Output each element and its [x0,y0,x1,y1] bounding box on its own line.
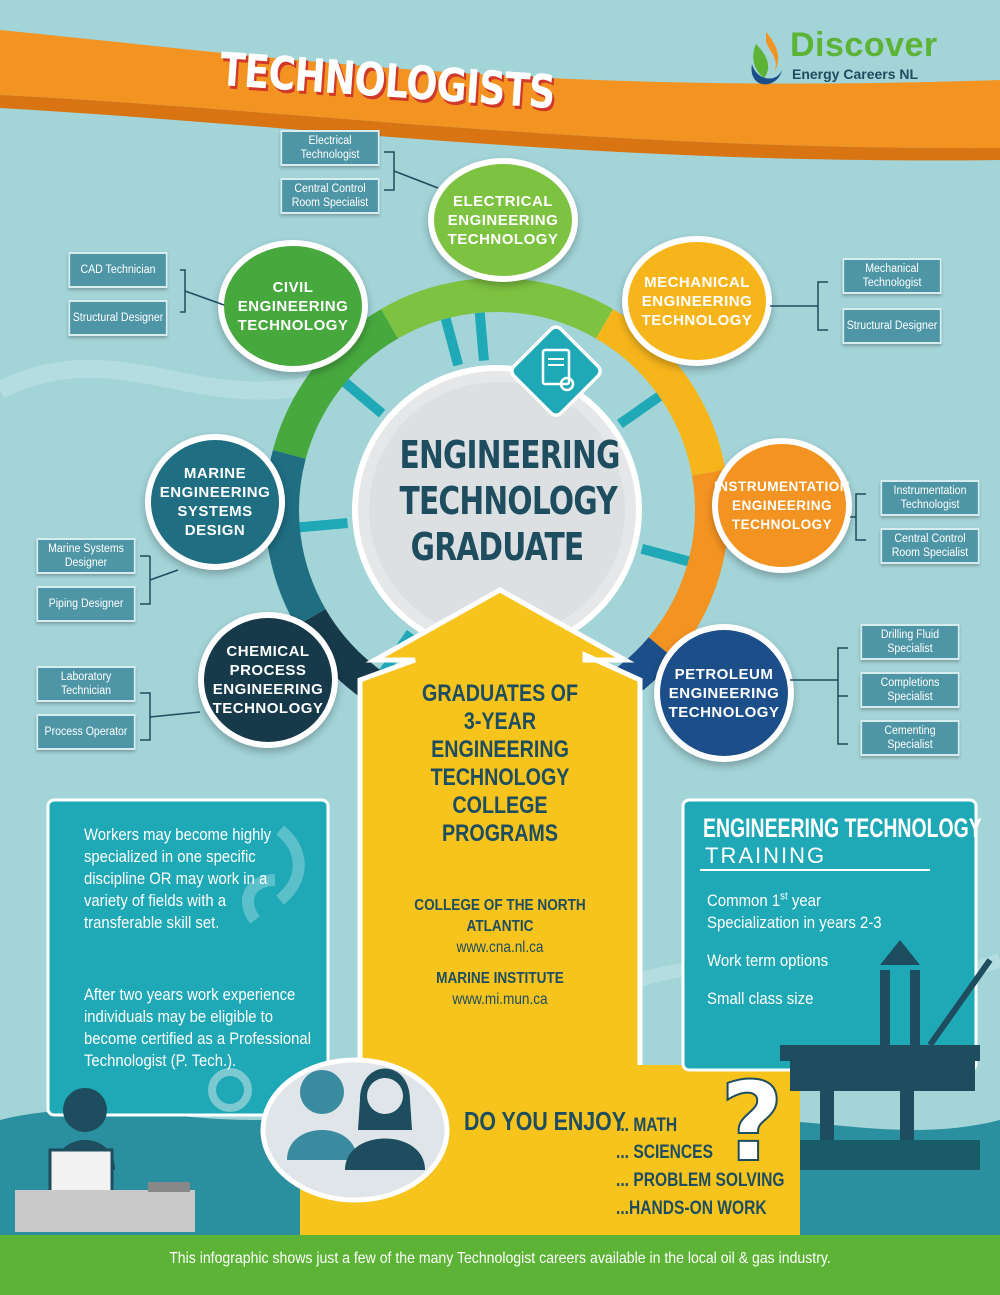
enjoy-label: DO YOU ENJOY [464,1106,626,1136]
role-cementing-specialist: Cementing Specialist [860,720,960,756]
role-marine-systems-designer: Marine Systems Designer [36,538,136,574]
question-mark-icon: ? [720,1058,784,1186]
graduates-title: GRADUATES OF 3-YEAR ENGINEERING TECHNOLO… [422,680,578,847]
college-mi: MARINE INSTITUTE www.mi.mun.ca [390,968,611,1010]
college-cna: COLLEGE OF THE NORTH ATLANTIC www.cna.nl… [390,895,611,958]
enjoy-item: ... MATH [616,1115,678,1136]
role-central-control-room-specialist: Central Control Room Specialist [880,528,980,564]
enjoy-item: ... PROBLEM SOLVING [616,1170,785,1191]
certificate-icon [510,325,602,417]
spoke [640,543,690,567]
left-panel-para1: Workers may become highly specialized in… [84,826,272,932]
role-electrical-technologist: Electrical Technologist [280,130,380,166]
spoke [299,518,349,533]
college-name: COLLEGE OF THE NORTH ATLANTIC [414,897,586,935]
college-url[interactable]: www.mi.mun.ca [452,991,548,1008]
discipline-petroleum: PETROLEUM ENGINEERING TECHNOLOGY [654,624,794,762]
connector-lines [140,151,866,745]
flame-logo-icon [751,32,782,85]
ring-segment [595,309,726,476]
discipline-electrical: ELECTRICAL ENGINEERING TECHNOLOGY [428,158,578,282]
enjoy-item: ...HANDS-ON WORK [616,1198,767,1219]
role-piping-designer: Piping Designer [36,586,136,622]
oil-platform-icon [780,940,993,1170]
ring-segment [648,469,729,660]
role-structural-designer: Structural Designer [842,308,942,344]
people-icon [287,1068,425,1170]
college-url[interactable]: www.cna.nl.ca [456,939,544,956]
spoke [617,392,663,429]
training-item: Specialization in years 2-3 [707,913,882,932]
left-panel-para2: After two years work experience individu… [84,986,311,1070]
college-name: MARINE INSTITUTE [436,970,564,987]
logo-brand: Discover [790,26,938,64]
role-structural-designer: Structural Designer [68,300,168,336]
spoke [474,312,489,362]
role-laboratory-technician: Laboratory Technician [36,666,136,702]
discipline-mechanical: MECHANICAL ENGINEERING TECHNOLOGY [622,236,772,366]
training-title: ENGINEERING TECHNOLOGY [703,813,982,843]
role-instrumentation-technologist: Instrumentation Technologist [880,480,980,516]
training-item: Work term options [707,951,829,970]
graduate-arrow [357,587,643,1093]
discipline-marine: MARINE ENGINEERING SYSTEMS DESIGN [145,434,285,570]
spoke [440,317,464,367]
role-process-operator: Process Operator [36,714,136,750]
logo: Discover Energy Careers NL [746,26,986,96]
role-central-control-room-specialist: Central Control Room Specialist [280,178,380,214]
spoke [342,378,386,418]
ring-segment [272,309,399,460]
ring-segment [265,449,326,626]
role-completions-specialist: Completions Specialist [860,672,960,708]
training-item: Common 1st year [707,890,821,910]
desk-worker-icon [15,1088,195,1232]
footer-bar [0,1235,1000,1295]
training-subtitle: TRAINING [705,843,827,868]
enjoy-item: ... SCIENCES [616,1142,713,1163]
discipline-chemical: CHEMICAL PROCESS ENGINEERING TECHNOLOGY [198,612,338,748]
discipline-instrumentation: INSTRUMENTATION ENGINEERING TECHNOLOGY [712,438,852,573]
center-title: ENGINEERING TECHNOLOGY GRADUATE [399,433,621,569]
discipline-civil: CIVIL ENGINEERING TECHNOLOGY [218,240,368,372]
ring-segment [381,278,613,339]
role-cad-technician: CAD Technician [68,252,168,288]
footer-text: This infographic shows just a few of the… [169,1250,831,1267]
header-banner [0,30,1000,149]
role-mechanical-technologist: Mechanical Technologist [842,258,942,294]
training-item: Small class size [707,989,814,1008]
logo-sub: Energy Careers NL [792,66,919,82]
people-circle [260,1057,450,1203]
role-drilling-fluid-specialist: Drilling Fluid Specialist [860,624,960,660]
